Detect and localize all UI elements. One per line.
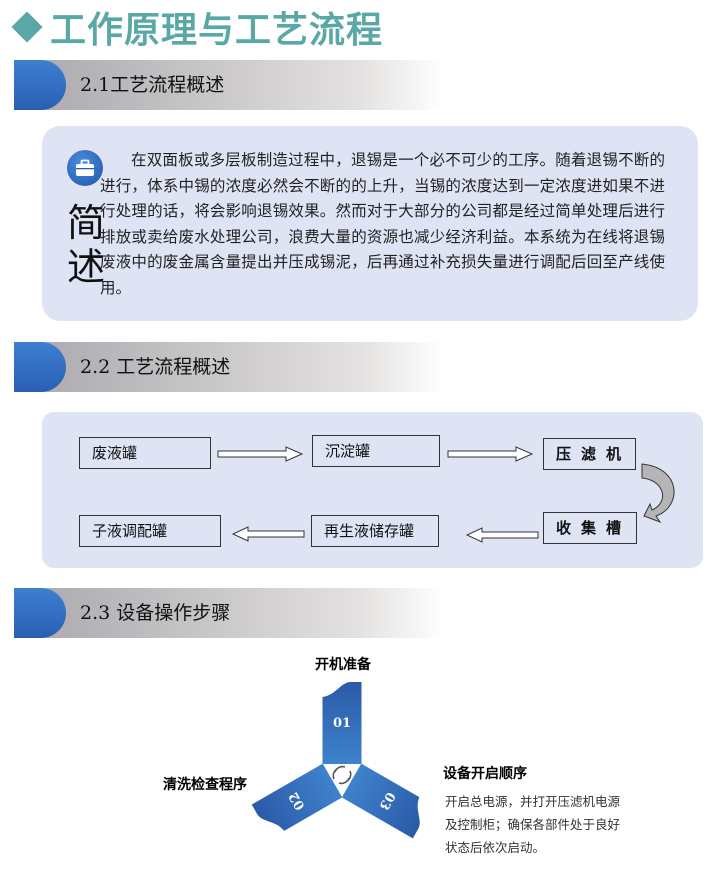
step-label: 清洗检查程序 [163,776,247,793]
step-label: 设备开启顺序 [443,765,527,782]
flow-node: 子液调配罐 [79,515,221,547]
arrow-left-icon [465,527,539,543]
intro-panel [42,126,698,321]
flow-node: 废液罐 [79,437,211,469]
flow-node: 收集槽 [543,512,637,544]
section-cap [14,588,66,638]
flow-node: 沉淀罐 [312,435,440,467]
section-cap [14,60,66,110]
page-title: 工作原理与工艺流程 [10,2,383,52]
intro-heading-char: 述 [66,245,105,289]
step-blade-03: 03 [341,763,420,839]
flow-panel: 废液罐 沉淀罐 压滤机 收集槽 再生液储存罐 子液调配罐 [42,412,703,568]
section-cap [14,342,66,392]
intro-text: 在双面板或多层板制造过程中，退锡是一个必不可少的工序。随着退锡不断的进行，体系中… [100,151,665,297]
step-blade-01: 01 [322,682,362,764]
section-label: 2.2 工艺流程概述 [80,356,231,378]
step-blade-02: 02 [251,763,343,831]
flow-arrows [217,446,675,543]
page-title-text: 工作原理与工艺流程 [50,10,384,51]
intro-heading-char: 简 [66,201,105,245]
briefcase-icon [67,150,103,186]
section-header-2-3: 2.3 设备操作步骤 [14,588,444,638]
flow-node: 再生液储存罐 [311,515,439,547]
step-number: 01 [333,716,351,731]
step-label: 开机准备 [315,656,372,673]
step-description: 开启总电源，并打开压滤机电源及控制柜；确保各部件处于良好状态后依次启动。 [445,794,621,855]
cycle-arrows-icon [332,765,352,785]
section-label: 2.3 设备操作步骤 [80,602,231,624]
curved-arrow-down-icon [641,463,675,524]
section-header-2-2: 2.2 工艺流程概述 [14,342,444,392]
arrow-right-icon [217,446,304,462]
arrow-right-icon [447,446,534,462]
arrow-left-icon [231,526,305,542]
section-header-2-1: 2.1工艺流程概述 [14,60,444,110]
section-label: 2.1工艺流程概述 [80,74,225,96]
flow-node: 压滤机 [543,438,636,470]
